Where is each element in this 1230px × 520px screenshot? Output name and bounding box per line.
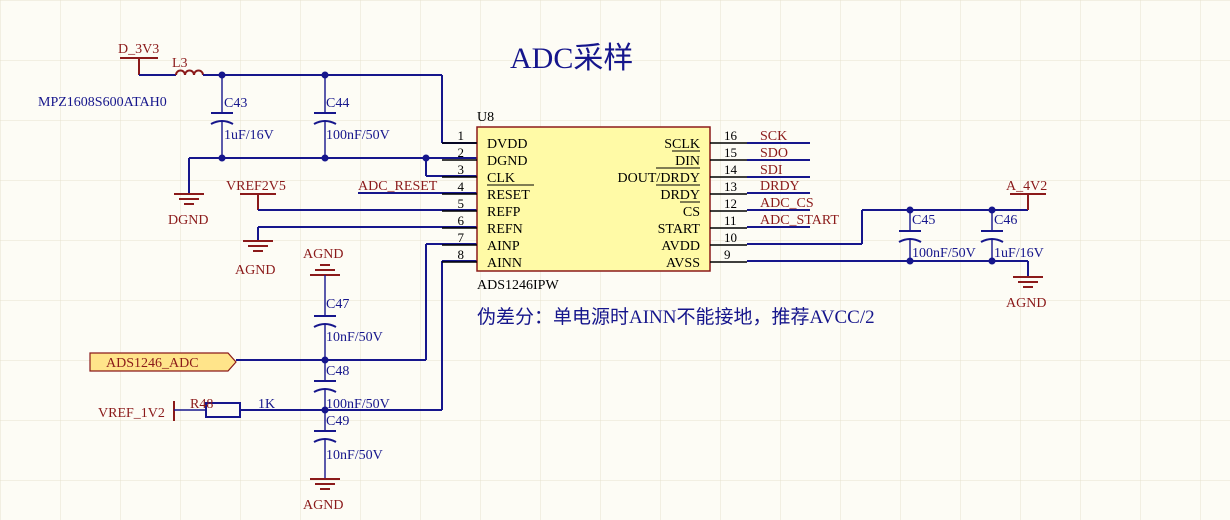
l3-value: MPZ1608S600ATAH0 bbox=[38, 95, 167, 110]
u8-pin-number: 6 bbox=[458, 213, 465, 228]
schematic-title: ADC采样 bbox=[510, 42, 633, 75]
junction-dot bbox=[218, 154, 226, 162]
u8-pin-number: 11 bbox=[724, 213, 737, 228]
agnd-label: AGND bbox=[235, 263, 275, 278]
u8-pin-name-cs: CS bbox=[683, 205, 700, 220]
d3v3-power-port[interactable] bbox=[120, 57, 158, 75]
u8-pin-name-din: DIN bbox=[675, 154, 700, 169]
u8-pin-number: 1 bbox=[458, 128, 465, 143]
u8-pin-number: 9 bbox=[724, 247, 731, 262]
c48-ref: C48 bbox=[326, 364, 349, 379]
u8-pin-name-ainp: AINP bbox=[487, 239, 520, 254]
u8-pin-name-reset: RESET bbox=[487, 188, 530, 203]
c47-value: 10nF/50V bbox=[326, 330, 383, 345]
u8-pin-name-avdd: AVDD bbox=[661, 239, 700, 254]
u8-pin-number: 5 bbox=[458, 196, 465, 211]
u8-pin-name-dvdd: DVDD bbox=[487, 137, 527, 152]
c49-value: 10nF/50V bbox=[326, 448, 383, 463]
u8-pin-name-refp: REFP bbox=[487, 205, 521, 220]
c44-ref: C44 bbox=[326, 96, 349, 111]
c49-ref: C49 bbox=[326, 414, 349, 429]
u8-pin-number: 15 bbox=[724, 145, 737, 160]
u8-pin-number: 3 bbox=[458, 162, 465, 177]
u8-pin-name-refn: REFN bbox=[487, 222, 523, 237]
u8-pin-number: 8 bbox=[458, 247, 465, 262]
u8-pin-number: 4 bbox=[458, 179, 465, 194]
r48-ref: R48 bbox=[190, 397, 213, 412]
agnd-label: AGND bbox=[303, 498, 343, 513]
r48-value: 1K bbox=[258, 397, 275, 412]
u8-pin-number: 14 bbox=[724, 162, 738, 177]
u8-pin-number: 2 bbox=[458, 145, 465, 160]
u8-pin-name-sclk: SCLK bbox=[664, 137, 700, 152]
u8-pin-name-ainn: AINN bbox=[487, 256, 522, 271]
adc-start-net-label[interactable]: ADC_START bbox=[760, 213, 839, 228]
u8-pin-name-dgnd: DGND bbox=[487, 154, 527, 169]
ads1246-adc-port-label: ADS1246_ADC bbox=[106, 356, 199, 371]
sck-net-label[interactable]: SCK bbox=[760, 129, 787, 144]
u8-pin-name-dout-drdy: DOUT/DRDY bbox=[618, 171, 700, 186]
d3v3-label: D_3V3 bbox=[118, 42, 159, 57]
a4v2-power-port[interactable] bbox=[1010, 193, 1046, 210]
agnd-label: AGND bbox=[1006, 296, 1046, 311]
vref2v5-power-port[interactable] bbox=[240, 193, 276, 210]
c46-ref: C46 bbox=[994, 213, 1017, 228]
c45-value: 100nF/50V bbox=[912, 246, 976, 261]
dgnd-label: DGND bbox=[168, 213, 208, 228]
adc-cs-net-label[interactable]: ADC_CS bbox=[760, 196, 814, 211]
u8-pin-name-start: START bbox=[658, 222, 701, 237]
c46-value: 1uF/16V bbox=[994, 246, 1044, 261]
sdi-net-label[interactable]: SDI bbox=[760, 163, 783, 178]
adc-reset-net-label[interactable]: ADC_RESET bbox=[358, 179, 438, 194]
u8-pin-name-avss: AVSS bbox=[666, 256, 700, 271]
c45-ref: C45 bbox=[912, 213, 935, 228]
u8-pin-number: 10 bbox=[724, 230, 737, 245]
c44-value: 100nF/50V bbox=[326, 128, 390, 143]
u8-pin-number: 12 bbox=[724, 196, 737, 211]
vref1v2-label: VREF_1V2 bbox=[98, 406, 165, 421]
u8-pin-number: 13 bbox=[724, 179, 737, 194]
vref2v5-label: VREF2V5 bbox=[226, 179, 286, 194]
agnd-ground-icon bbox=[1013, 276, 1043, 288]
l3-inductor-coil[interactable] bbox=[175, 69, 204, 76]
u8-designator: U8 bbox=[477, 110, 494, 125]
u8-pin-name-drdy: DRDY bbox=[660, 188, 700, 203]
drdy-net-label[interactable]: DRDY bbox=[760, 179, 800, 194]
sdo-net-label[interactable]: SDO bbox=[760, 146, 788, 161]
agnd-ground-icon bbox=[310, 478, 340, 490]
l3-ref: L3 bbox=[172, 56, 188, 71]
design-note: 伪差分：单电源时AINN不能接地，推荐AVCC/2 bbox=[477, 306, 875, 328]
u8-part-number: ADS1246IPW bbox=[477, 278, 559, 293]
junction-dot bbox=[321, 154, 329, 162]
u8-pin-number: 7 bbox=[458, 230, 465, 245]
ads1246-adc-port[interactable] bbox=[89, 352, 237, 372]
agnd-label: AGND bbox=[303, 247, 343, 262]
a4v2-label: A_4V2 bbox=[1006, 179, 1047, 194]
c43-ref: C43 bbox=[224, 96, 247, 111]
agnd-ground-icon bbox=[243, 240, 273, 252]
u8-ic-body[interactable] bbox=[476, 126, 711, 272]
c47-ref: C47 bbox=[326, 297, 349, 312]
c48-value: 100nF/50V bbox=[326, 397, 390, 412]
c43-value: 1uF/16V bbox=[224, 128, 274, 143]
u8-pin-name-clk: CLK bbox=[487, 171, 515, 186]
u8-pin-number: 16 bbox=[724, 128, 738, 143]
dgnd-ground-icon bbox=[174, 193, 204, 205]
right-net-wires bbox=[747, 142, 810, 228]
